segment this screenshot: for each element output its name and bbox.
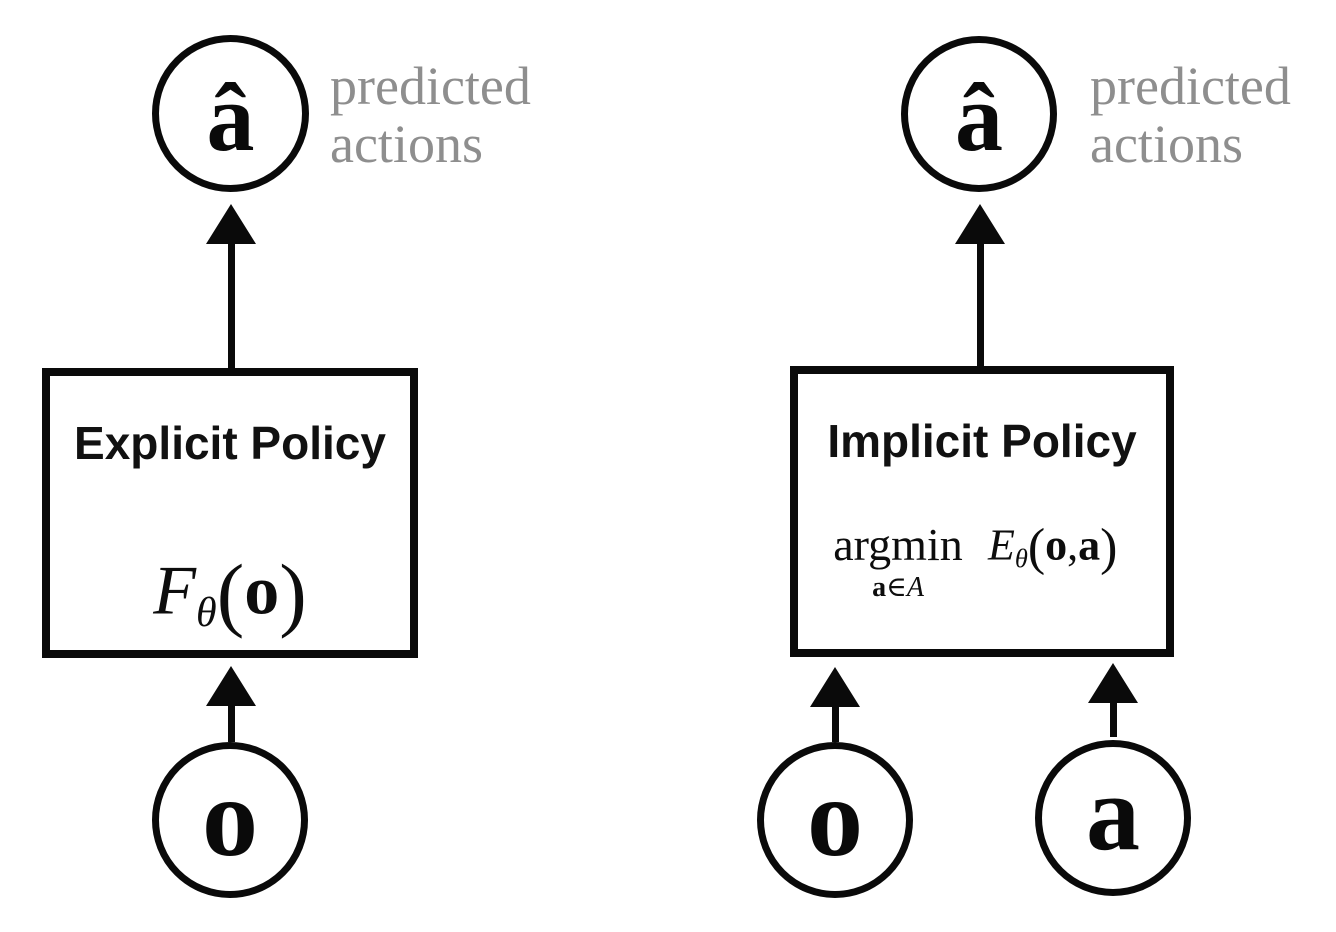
arrow-obs-to-implicit-box [810, 667, 860, 742]
arrow-implicit-box-to-output [955, 204, 1005, 366]
arrow-shaft [1109, 703, 1117, 737]
argmin-operator: argmin a∈A [832, 522, 964, 602]
a-symbol: a [1086, 754, 1140, 873]
implicit-policy-title: Implicit Policy [827, 415, 1137, 467]
argmin-subscript: a∈A [832, 574, 964, 602]
math-arg-o: o [244, 552, 280, 630]
argmin-text: argmin [833, 519, 963, 570]
math-open-paren: ( [1027, 519, 1046, 576]
node-observation-left: o [152, 742, 308, 898]
arrow-obs-to-explicit-box [206, 666, 256, 742]
arrowhead-up-icon [1088, 663, 1138, 703]
math-arg-a: a [1078, 520, 1101, 570]
math-func-F: F [153, 552, 197, 630]
o-symbol: o [807, 756, 863, 880]
node-predicted-action-right: â [901, 36, 1057, 192]
implicit-policy-box: Implicit Policy argmin a∈A Eθ(o,a) [790, 366, 1174, 657]
math-close-paren: ) [1100, 519, 1118, 576]
arrow-action-to-implicit-box [1088, 663, 1138, 737]
math-close-paren: ) [279, 547, 307, 639]
math-action-set-A: A [906, 572, 924, 603]
math-under-var-a: a [872, 572, 887, 603]
energy-function-formula: Eθ(o,a) [988, 514, 1117, 581]
math-comma: , [1067, 520, 1079, 570]
arrow-shaft [976, 244, 984, 366]
arrow-explicit-box-to-output [206, 204, 256, 368]
math-func-E: E [988, 520, 1015, 570]
arrowhead-up-icon [206, 666, 256, 706]
predicted-actions-label-left: predicted actions [330, 56, 531, 174]
math-open-paren: ( [216, 547, 245, 639]
node-predicted-action-left: â [152, 35, 309, 192]
o-symbol: o [202, 756, 258, 880]
explicit-policy-formula: Fθ(o) [50, 540, 410, 647]
arrowhead-up-icon [206, 204, 256, 244]
explicit-policy-box: Explicit Policy Fθ(o) [42, 368, 418, 658]
node-action-right: a [1035, 740, 1191, 896]
arrow-shaft [227, 244, 235, 368]
arrowhead-up-icon [955, 204, 1005, 244]
a-hat-symbol: â [955, 64, 1003, 171]
a-hat-symbol: â [206, 63, 255, 171]
arrowhead-up-icon [810, 667, 860, 707]
math-sub-theta: θ [196, 590, 217, 637]
math-arg-o: o [1045, 520, 1068, 570]
math-sub-theta: θ [1014, 543, 1028, 574]
predicted-actions-label-right: predicted actions [1090, 56, 1291, 174]
arrow-shaft [227, 706, 235, 742]
element-of-symbol: ∈ [886, 572, 907, 603]
arrow-shaft [831, 707, 839, 742]
explicit-policy-title: Explicit Policy [74, 417, 386, 469]
node-observation-right: o [757, 742, 913, 898]
